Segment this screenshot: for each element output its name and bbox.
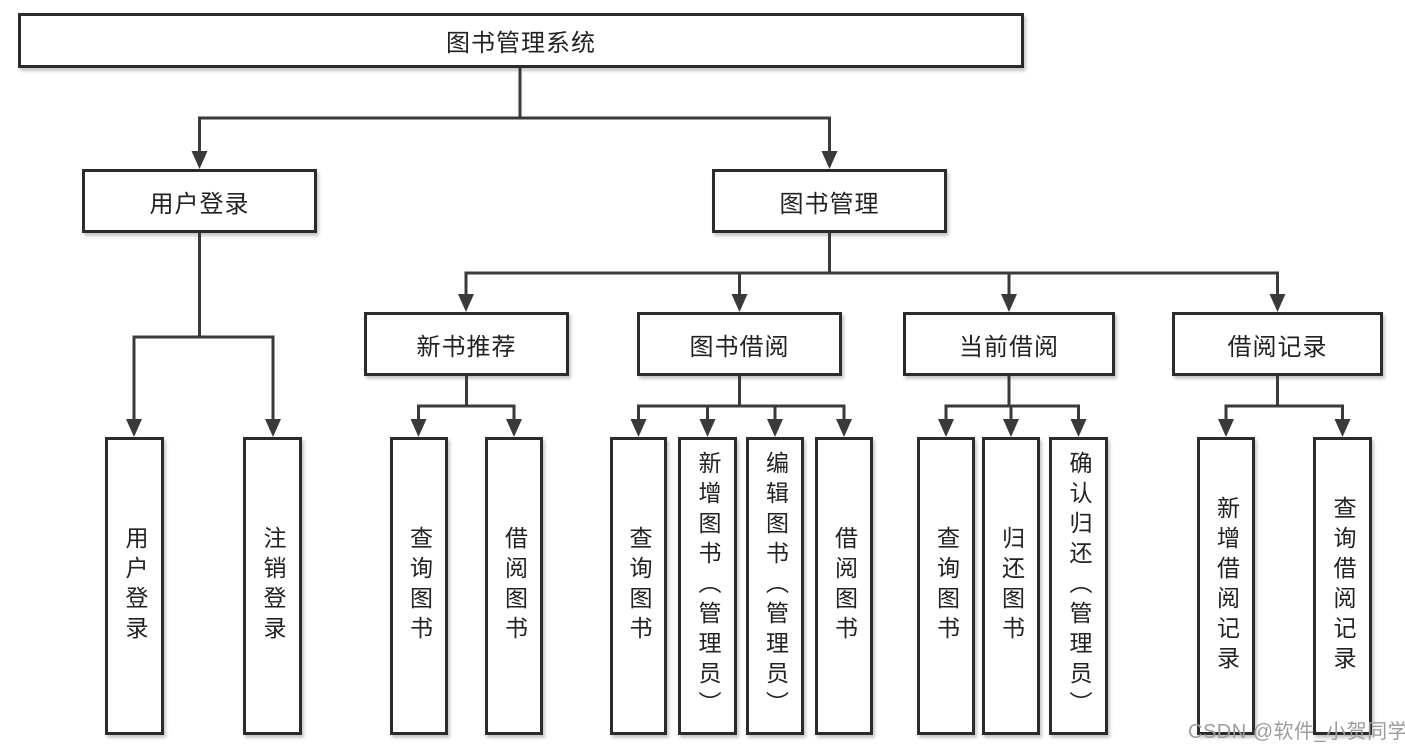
node-new-book-recommend: 新书推荐 [364, 312, 569, 376]
csdn-watermark: CSDN @软件_小贺同学 [1188, 721, 1405, 743]
leaf-borrowing-add-book-admin: 新增图书（管理员） [678, 437, 737, 735]
leaf-recommend-query-book: 查询图书 [390, 437, 448, 735]
node-user-login: 用户登录 [82, 169, 317, 233]
leaf-label: 查询图书 [626, 526, 652, 646]
leaf-borrowing-edit-book-admin: 编辑图书（管理员） [746, 437, 804, 735]
node-label: 新书推荐 [416, 333, 517, 361]
node-label: 借阅记录 [1227, 333, 1328, 361]
leaf-current-return-book: 归还图书 [982, 437, 1040, 735]
leaf-borrowing-borrow-book: 借阅图书 [815, 437, 873, 735]
leaf-logout-login: 注销登录 [243, 437, 302, 735]
node-label: 图书管理 [779, 190, 880, 218]
leaf-label: 查询图书 [933, 526, 960, 646]
leaf-label: 归还图书 [998, 526, 1025, 646]
leaf-label: 注销登录 [260, 526, 286, 646]
leaf-label: 查询借阅记录 [1330, 496, 1356, 676]
node-root-system: 图书管理系统 [18, 13, 1024, 68]
leaf-records-query-record: 查询借阅记录 [1313, 437, 1372, 735]
leaf-current-query-book: 查询图书 [917, 437, 975, 735]
node-label: 图书管理系统 [446, 30, 596, 57]
leaf-label: 用户登录 [122, 526, 148, 646]
leaf-records-add-record: 新增借阅记录 [1197, 437, 1255, 735]
leaf-label: 新增借阅记录 [1213, 496, 1240, 676]
node-label: 图书借阅 [689, 333, 790, 361]
tree-connectors [126, 68, 1351, 437]
leaf-label: 借阅图书 [831, 526, 858, 646]
leaf-borrowing-query-book: 查询图书 [610, 437, 667, 735]
leaf-label: 编辑图书（管理员） [762, 451, 789, 721]
node-current-borrowing: 当前借阅 [903, 312, 1115, 376]
leaf-current-confirm-return-admin: 确认归还（管理员） [1049, 437, 1108, 735]
leaf-user-login: 用户登录 [105, 437, 164, 735]
leaf-label: 确认归还（管理员） [1066, 451, 1092, 721]
leaf-recommend-borrow-book: 借阅图书 [485, 437, 543, 735]
node-book-borrowing: 图书借阅 [637, 312, 842, 376]
node-label: 用户登录 [149, 190, 250, 218]
node-book-management: 图书管理 [712, 169, 947, 233]
leaf-label: 查询图书 [406, 526, 433, 646]
node-borrowing-records: 借阅记录 [1172, 312, 1383, 376]
leaf-label: 新增图书（管理员） [695, 451, 721, 721]
leaf-label: 借阅图书 [501, 526, 528, 646]
node-label: 当前借阅 [959, 333, 1059, 361]
